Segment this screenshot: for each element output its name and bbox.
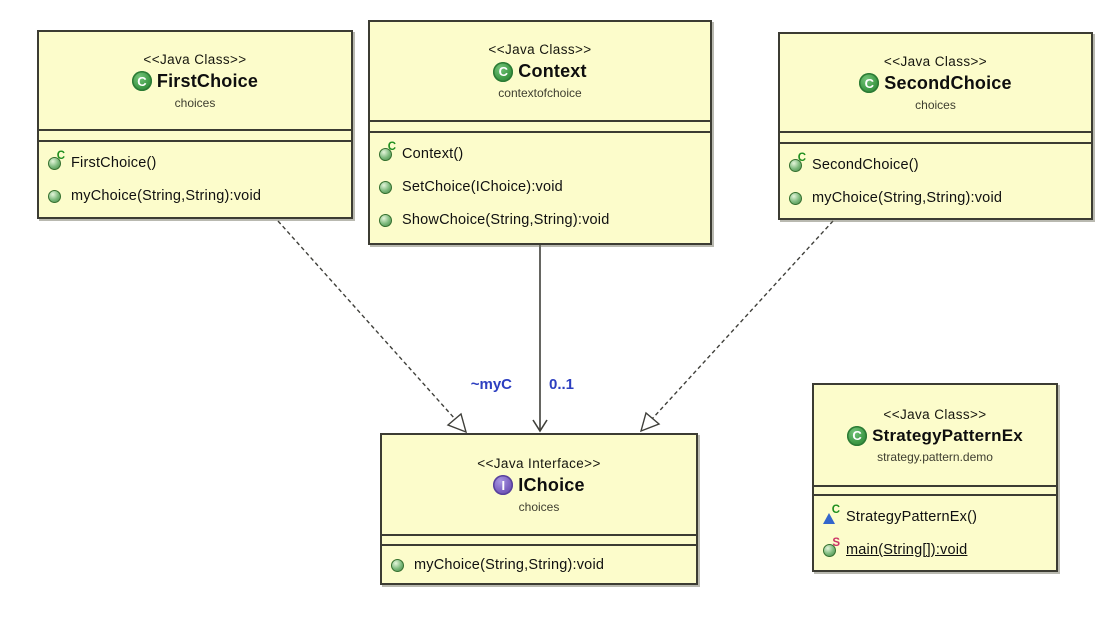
class-name-row: C SecondChoice [859, 72, 1012, 94]
stereotype-label: <<Java Class>> [883, 406, 987, 422]
class-box-strategypatternex: <<Java Class>> C StrategyPatternEx strat… [812, 383, 1058, 572]
method-label: myChoice(String,String):void [812, 189, 1003, 206]
stereotype-label: <<Java Interface>> [477, 455, 601, 471]
realization-edge-firstchoice-ichoice [277, 220, 456, 420]
attributes-compartment [382, 534, 696, 546]
public-method-icon [789, 188, 805, 208]
java-class-icon: C [859, 73, 880, 93]
method-row: myChoice(String,String):void [48, 179, 351, 212]
class-name: SecondChoice [884, 72, 1012, 93]
class-name: StrategyPatternEx [872, 425, 1023, 445]
method-label: myChoice(String,String):void [414, 556, 605, 573]
method-label: ShowChoice(String,String):void [402, 211, 610, 228]
name-compartment: <<Java Class>> C SecondChoice choices [780, 34, 1091, 131]
constructor-marker: C [56, 149, 65, 162]
method-row: C SecondChoice() [789, 148, 1091, 181]
class-name-row: C FirstChoice [131, 70, 259, 92]
java-interface-icon: I [493, 475, 514, 495]
method-row: C Context() [379, 137, 710, 170]
open-arrowhead-icon [532, 419, 548, 433]
constructor-marker: C [831, 503, 840, 516]
method-row: S main(String[]):void [823, 533, 1056, 566]
public-method-icon [379, 177, 395, 197]
methods-compartment: C StrategyPatternEx() S main(String[]):v… [814, 496, 1056, 570]
method-label: myChoice(String,String):void [71, 187, 262, 204]
method-label: SecondChoice() [812, 156, 919, 173]
public-method-icon [379, 210, 395, 230]
methods-compartment: C Context() SetChoice(IChoice):void Show… [370, 133, 710, 243]
public-method-icon [391, 555, 407, 575]
realization-edge-secondchoice-ichoice [651, 220, 834, 420]
package-label: contextofchoice [498, 86, 582, 100]
java-class-icon: C [131, 71, 152, 91]
constructor-method-icon: C [379, 140, 396, 164]
method-label: Context() [402, 145, 464, 162]
package-label: choices [518, 499, 560, 514]
method-label: FirstChoice() [71, 154, 157, 171]
java-class-icon: C [493, 61, 514, 82]
method-row: SetChoice(IChoice):void [379, 170, 710, 203]
class-name-row: C Context [493, 61, 587, 82]
name-compartment: <<Java Class>> C FirstChoice choices [39, 32, 351, 129]
static-marker: S [832, 536, 840, 549]
methods-compartment: C FirstChoice() myChoice(String,String):… [39, 142, 351, 217]
stereotype-label: <<Java Class>> [488, 42, 592, 57]
method-row: myChoice(String,String):void [391, 548, 696, 581]
method-row: ShowChoice(String,String):void [379, 203, 710, 236]
class-name-row: C StrategyPatternEx [847, 425, 1023, 446]
method-row: myChoice(String,String):void [789, 181, 1091, 214]
class-name: FirstChoice [156, 70, 259, 91]
method-label: main(String[]):void [846, 541, 968, 558]
attributes-compartment [370, 120, 710, 133]
static-method-icon: S [823, 536, 840, 560]
package-label: strategy.pattern.demo [877, 449, 993, 464]
java-class-icon: C [847, 425, 868, 446]
package-label: choices [915, 97, 956, 112]
interface-name: IChoice [518, 474, 585, 495]
method-label: StrategyPatternEx() [846, 508, 978, 525]
interface-box-ichoice: <<Java Interface>> I IChoice choices myC… [380, 433, 698, 585]
name-compartment: <<Java Class>> C Context contextofchoice [370, 22, 710, 120]
constructor-method-icon: C [48, 149, 65, 173]
interface-name-row: I IChoice [493, 474, 585, 496]
stereotype-label: <<Java Class>> [143, 51, 247, 67]
public-method-icon [48, 186, 64, 206]
class-box-firstchoice: <<Java Class>> C FirstChoice choices C F… [37, 30, 353, 219]
association-name-label: ~myC [470, 376, 512, 393]
method-row: C StrategyPatternEx() [823, 500, 1056, 533]
constructor-marker: C [797, 151, 806, 164]
name-compartment: <<Java Class>> C StrategyPatternEx strat… [814, 385, 1056, 485]
constructor-marker: C [387, 140, 396, 153]
methods-compartment: C SecondChoice() myChoice(String,String)… [780, 144, 1091, 218]
constructor-method-icon: C [789, 151, 806, 175]
package-label: choices [174, 95, 216, 110]
method-row: C FirstChoice() [48, 146, 351, 179]
realization-arrowhead-icon [639, 411, 661, 433]
multiplicity-label: 0..1 [549, 376, 575, 393]
attributes-compartment [780, 131, 1091, 144]
class-box-secondchoice: <<Java Class>> C SecondChoice choices C … [778, 32, 1093, 220]
class-name: Context [518, 61, 587, 81]
stereotype-label: <<Java Class>> [883, 53, 988, 69]
attributes-compartment [814, 485, 1056, 496]
package-constructor-icon: C [823, 503, 840, 527]
attributes-compartment [39, 129, 351, 142]
class-box-context: <<Java Class>> C Context contextofchoice… [368, 20, 712, 245]
methods-compartment: myChoice(String,String):void [382, 546, 696, 583]
method-label: SetChoice(IChoice):void [402, 178, 563, 195]
name-compartment: <<Java Interface>> I IChoice choices [382, 435, 696, 534]
realization-arrowhead-icon [446, 412, 468, 434]
